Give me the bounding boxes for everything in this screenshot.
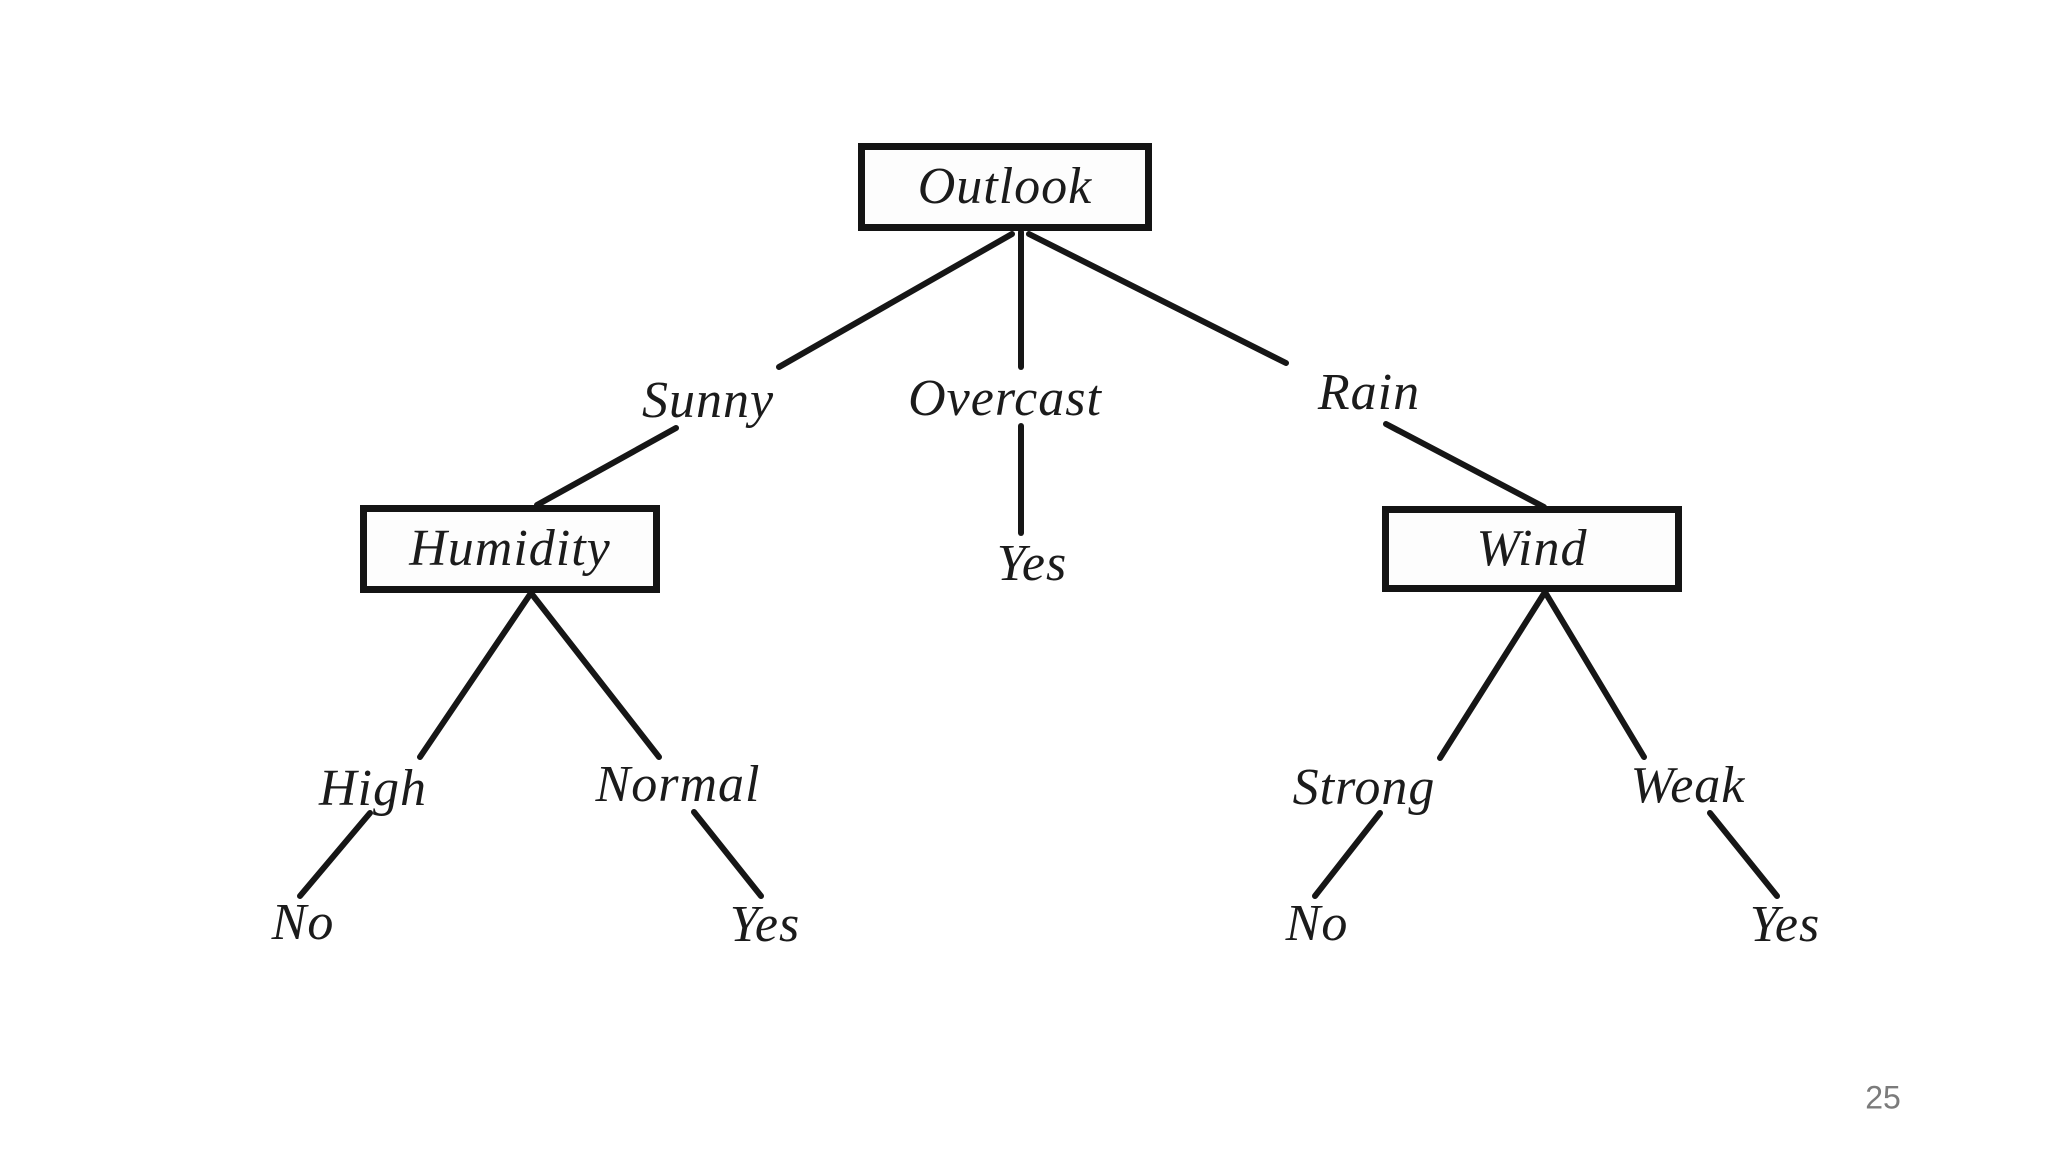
edge-weak-yes	[1707, 810, 1780, 899]
leaf-weak-yes: Yes	[1749, 896, 1821, 953]
edge-outlook-sunny	[776, 231, 1015, 370]
leaf-normal-yes: Yes	[729, 896, 801, 953]
edge-humidity-high	[417, 590, 534, 760]
leaf-overcast-yes: Yes	[996, 535, 1068, 592]
edge-wind-strong	[1437, 589, 1548, 761]
edge-label-overcast: Overcast	[908, 370, 1102, 427]
node-humidity-label: Humidity	[409, 520, 611, 577]
edge-label-sunny: Sunny	[641, 372, 775, 429]
edge-label-high: High	[319, 760, 427, 817]
node-outlook: Outlook	[858, 143, 1152, 231]
edge-outlook-rain	[1026, 231, 1289, 366]
edge-sunny-humidity	[534, 425, 679, 508]
edge-rain-wind	[1383, 421, 1547, 510]
edge-label-normal: Normal	[595, 756, 761, 813]
edge-label-strong: Strong	[1292, 759, 1436, 816]
node-humidity: Humidity	[360, 505, 660, 593]
node-outlook-label: Outlook	[917, 158, 1093, 215]
edge-label-weak: Weak	[1630, 757, 1746, 814]
node-wind: Wind	[1382, 506, 1682, 592]
leaf-high-no: No	[271, 894, 335, 951]
edge-high-no	[297, 810, 373, 899]
node-wind-label: Wind	[1476, 520, 1588, 577]
slide-page-number: 25	[1865, 1079, 1901, 1116]
edge-normal-yes	[691, 809, 764, 899]
edge-humidity-normal	[528, 590, 662, 760]
leaf-strong-no: No	[1285, 895, 1349, 952]
edge-label-rain: Rain	[1317, 364, 1421, 421]
edge-strong-no	[1312, 810, 1383, 899]
edge-wind-weak	[1542, 589, 1647, 760]
